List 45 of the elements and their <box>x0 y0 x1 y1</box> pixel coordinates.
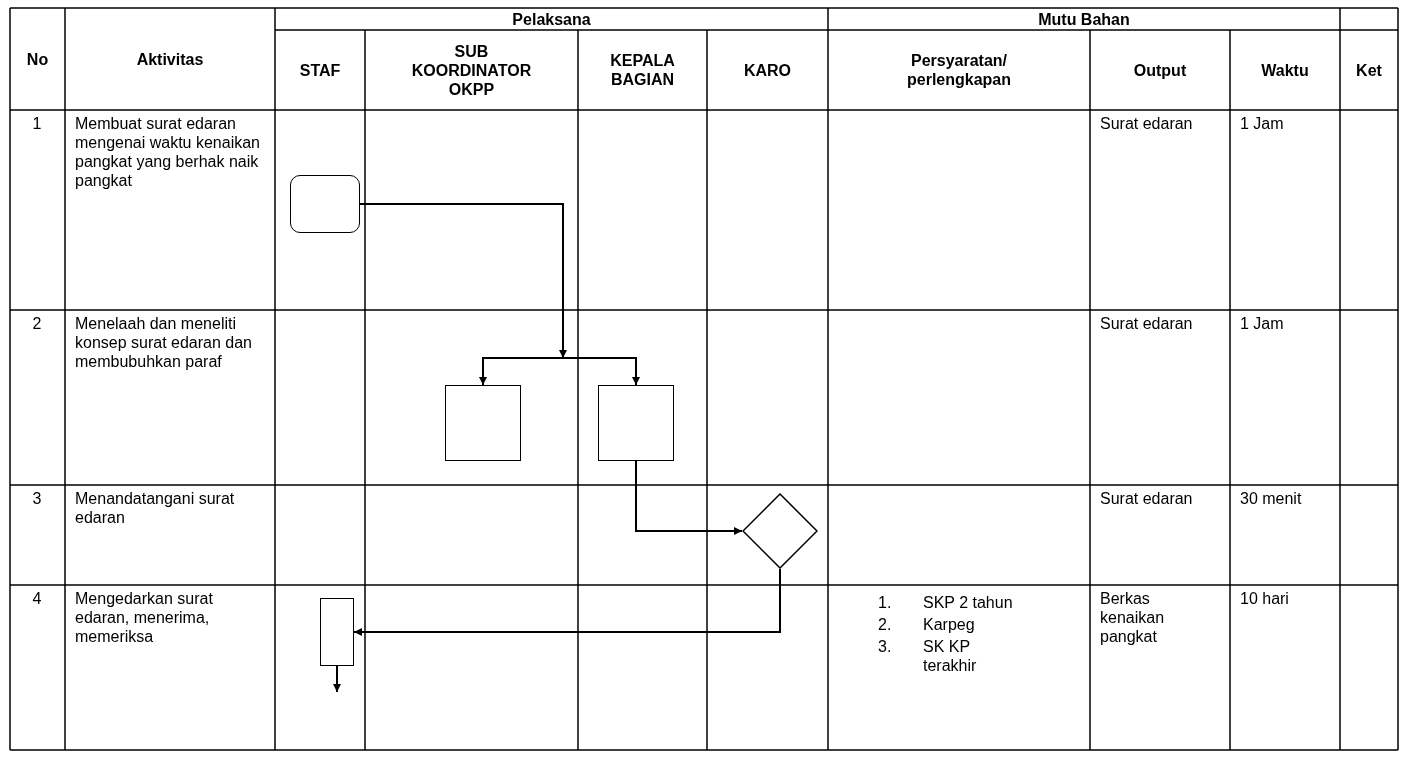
step-number: 2 <box>32 314 42 333</box>
column-heading: KARO <box>742 60 793 80</box>
column-heading: Persyaratan/ perlengkapan <box>906 51 1012 89</box>
arrow <box>333 665 341 693</box>
activity-description: Menandatangani surat edaran <box>75 489 236 527</box>
process-box <box>598 385 674 461</box>
activity-description: Mengedarkan surat edaran, menerima, memeriksa <box>75 589 214 646</box>
time-text: 1 Jam <box>1240 314 1284 333</box>
rounded-process-box <box>290 175 360 233</box>
requirement-item: SKP 2 tahun <box>923 593 1014 612</box>
time-text: 1 Jam <box>1240 114 1284 133</box>
column-heading: Ket <box>1355 60 1383 80</box>
output-text: Surat edaran <box>1100 489 1193 508</box>
step-number: 1 <box>32 114 42 133</box>
arrow <box>479 357 564 386</box>
column-heading: No <box>25 49 50 69</box>
step-number: 4 <box>32 589 42 608</box>
output-text: Surat edaran <box>1100 114 1193 133</box>
arrow <box>635 460 743 535</box>
arrow <box>562 357 640 386</box>
requirement-item: Karpeg <box>923 615 976 634</box>
column-heading: Pelaksana <box>511 9 592 29</box>
column-heading: STAF <box>298 60 342 80</box>
output-text: Surat edaran <box>1100 314 1193 333</box>
list-number: 3. <box>878 637 893 656</box>
process-box <box>320 598 354 666</box>
arrow <box>359 203 567 359</box>
decision-diamond <box>742 493 818 569</box>
step-number: 3 <box>32 489 42 508</box>
time-text: 10 hari <box>1240 589 1289 608</box>
activity-description: Menelaah dan meneliti konsep surat edaran dan membubuhkan paraf <box>75 314 253 371</box>
requirement-item: SK KP terakhir <box>923 637 978 675</box>
column-heading: Waktu <box>1260 60 1310 80</box>
column-heading: Mutu Bahan <box>1037 9 1131 29</box>
column-heading: SUB KOORDINATOR OKPP <box>410 41 533 99</box>
process-box <box>445 385 521 461</box>
column-heading: Output <box>1132 60 1188 80</box>
column-heading: KEPALA BAGIAN <box>609 51 676 89</box>
list-number: 2. <box>878 615 893 634</box>
column-heading: Aktivitas <box>135 49 205 69</box>
list-number: 1. <box>878 593 893 612</box>
activity-description: Membuat surat edaran mengenai waktu kenaikan pangkat yang berhak naik pangkat <box>75 114 261 190</box>
output-text: Berkas kenaikan pangkat <box>1100 589 1166 646</box>
time-text: 30 menit <box>1240 489 1302 508</box>
arrow <box>353 568 781 636</box>
